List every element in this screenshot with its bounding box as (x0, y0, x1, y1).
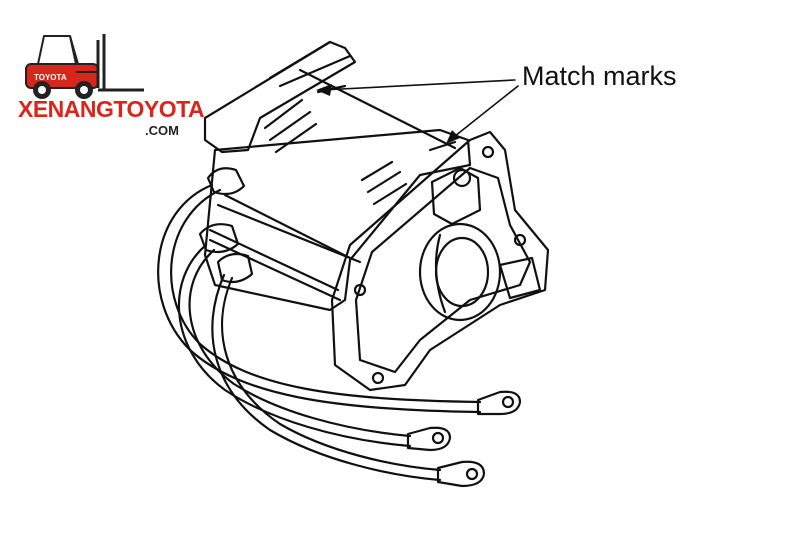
callout-leader-1 (321, 79, 516, 91)
front-frame-inner (354, 166, 532, 374)
cable-3b (220, 276, 442, 472)
ring-terminal-3 (436, 460, 486, 488)
bearing-bore-inner (434, 236, 490, 308)
match-mark-front (428, 140, 457, 152)
bearing-bore (418, 222, 502, 322)
grommet-top (206, 167, 246, 196)
motor-body-shading (208, 193, 352, 292)
bore-shadow (434, 233, 447, 314)
ring-terminal-1 (476, 390, 522, 416)
callout-arrowhead-1 (316, 84, 332, 96)
through-bolts (208, 68, 457, 302)
logo-brand: XENANGTOYOTA (18, 96, 205, 122)
front-end-frame (330, 130, 550, 392)
rear-frame-slots (263, 98, 318, 154)
mount-hole (481, 145, 495, 159)
cable-1 (157, 183, 482, 414)
brush-holder (430, 166, 482, 226)
ring-terminal-2 (406, 426, 452, 452)
match-marks-label: Match marks (522, 61, 677, 91)
terminal-screw (452, 168, 472, 188)
callout-leader-2 (449, 85, 519, 141)
cable-2b (188, 248, 412, 438)
mount-hole (353, 283, 367, 297)
callout-arrowhead-2 (446, 130, 460, 144)
forklift-icon: TOYOTA (25, 34, 144, 99)
cable-3 (211, 273, 442, 482)
mount-hole (371, 371, 385, 385)
ring-hole-2 (431, 431, 445, 445)
logo-badge: TOYOTA (34, 73, 67, 82)
logo-suffix: .COM (145, 123, 179, 138)
rear-frame-top (268, 40, 352, 88)
rear-end-frame (203, 40, 357, 154)
grommet-bottom (216, 252, 254, 284)
ring-hole-1 (501, 395, 515, 409)
cable-1b (170, 188, 482, 404)
body-fins (360, 160, 408, 206)
brush-holder-right (498, 256, 542, 300)
ring-hole-3 (465, 467, 479, 481)
cable-2 (177, 243, 412, 448)
mount-hole (513, 233, 527, 247)
